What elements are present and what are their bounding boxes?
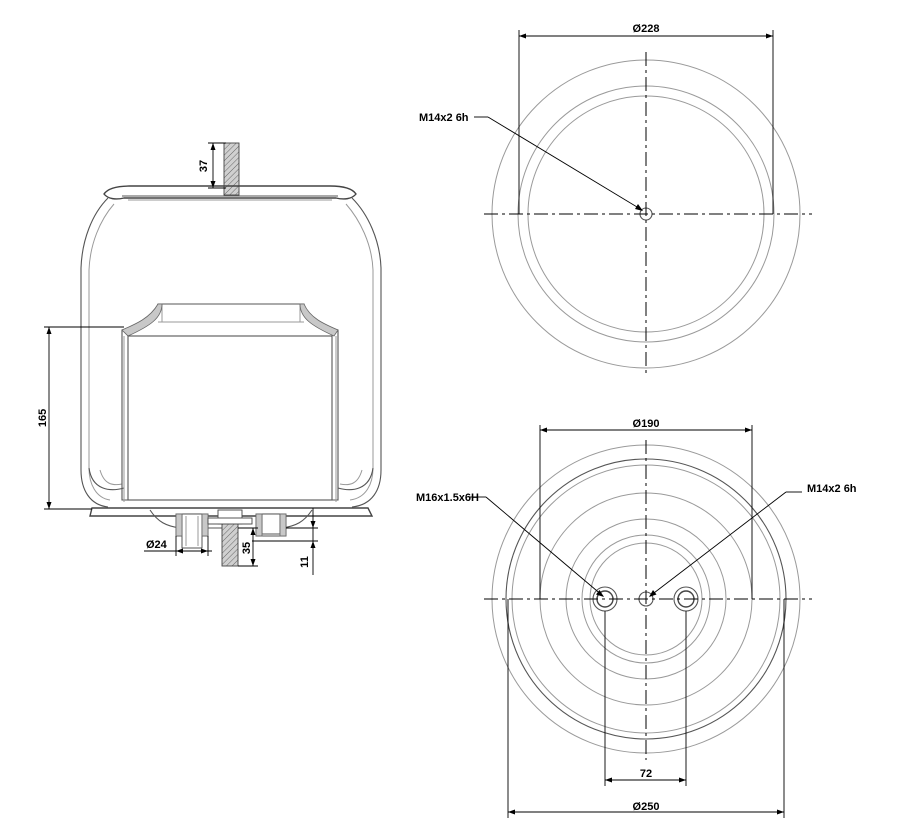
- bottom-right-thread-label: M14x2 6h: [807, 483, 857, 495]
- top-thread-label: M14x2 6h: [419, 112, 469, 124]
- bottom-right-thread-callout: M14x2 6h: [649, 483, 857, 597]
- top-view: Ø228 M14x2 6h: [419, 23, 812, 376]
- bottom-left-thread-callout: M16x1.5x6H: [416, 492, 604, 597]
- dim-bottom-stud: 35: [238, 527, 258, 567]
- right-nut: [255, 513, 287, 537]
- bottom-stud: [221, 521, 239, 567]
- dim-165-label: 165: [37, 409, 49, 427]
- dim-o190-label: Ø190: [633, 418, 660, 430]
- bellow-outer: [80, 197, 109, 508]
- dim-37-label: 37: [198, 160, 210, 172]
- dim-bottom-outer-diameter: Ø250: [507, 599, 785, 818]
- dim-o250-label: Ø250: [633, 801, 660, 813]
- top-thread-callout: M14x2 6h: [419, 112, 643, 211]
- dim-o24-label: Ø24: [146, 539, 168, 551]
- dim-bottom-offset: 11: [252, 508, 318, 575]
- base-plate: [89, 507, 374, 517]
- dim-11-label: 11: [299, 556, 311, 568]
- dim-72-label: 72: [640, 768, 652, 780]
- left-nut: [175, 513, 209, 549]
- bottom-left-thread-label: M16x1.5x6H: [416, 492, 479, 504]
- dim-hole-spacing: 72: [604, 611, 687, 786]
- bottom-view: Ø190 Ø250 72 M16x1.5x6H: [416, 418, 857, 818]
- dim-bottom-inner-diameter: Ø190: [539, 418, 753, 599]
- side-view: 37 165 Ø24 35: [37, 142, 382, 575]
- dim-o228-label: Ø228: [633, 23, 660, 35]
- top-plate: [103, 185, 357, 200]
- dim-height: 165: [37, 326, 124, 510]
- dim-top-diameter: Ø228: [518, 23, 774, 214]
- top-stud: [223, 142, 240, 196]
- dim-35-label: 35: [241, 542, 253, 554]
- dim-nut-diameter: Ø24: [144, 536, 212, 556]
- piston-body: [127, 335, 333, 501]
- dim-stud-length: 37: [198, 142, 226, 189]
- piston-top: [121, 303, 339, 501]
